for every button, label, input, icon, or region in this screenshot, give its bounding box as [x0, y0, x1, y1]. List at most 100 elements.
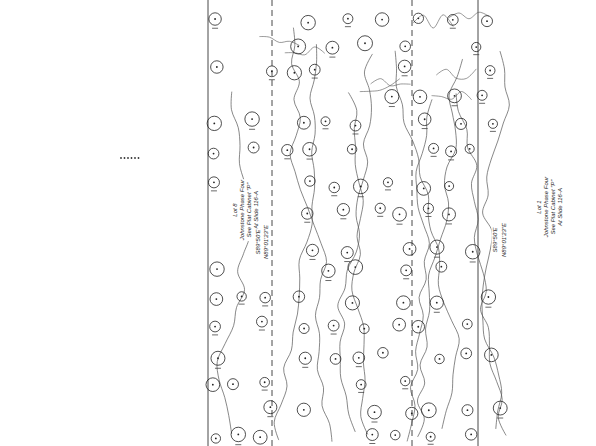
contour-line	[274, 44, 317, 440]
contour-line	[436, 69, 476, 79]
tree-symbol	[353, 179, 368, 197]
tree-symbol	[477, 90, 487, 103]
contour-line	[371, 79, 411, 86]
tree-symbol	[210, 293, 223, 306]
tree-symbol	[368, 405, 382, 422]
tree-symbol	[421, 403, 436, 418]
tree-symbol	[417, 182, 431, 196]
tree-symbol	[264, 401, 277, 417]
tree-symbol	[266, 66, 277, 80]
label-group: S89°50'E	[255, 229, 262, 256]
tree-symbol	[461, 348, 472, 359]
tree-symbol	[347, 145, 356, 154]
tree-symbol	[462, 319, 472, 329]
bearing-label: N89°01'23"E	[263, 224, 270, 260]
tree-symbol	[358, 36, 373, 51]
tree-symbol	[485, 348, 499, 362]
tree-symbol	[429, 143, 439, 156]
tree-symbol	[257, 316, 268, 330]
tree-symbol	[366, 429, 378, 444]
tree-symbol	[326, 41, 339, 57]
tree-symbol	[345, 296, 359, 310]
setback-line	[412, 0, 413, 446]
tree-symbol	[337, 204, 349, 219]
tree-symbol	[329, 182, 339, 195]
tree-symbol	[291, 39, 306, 54]
tree-symbol	[282, 144, 293, 158]
tree-symbol	[350, 120, 361, 134]
setback-line	[272, 0, 273, 446]
tree-symbol	[297, 116, 310, 129]
contour-line	[432, 92, 472, 100]
tree-symbol	[210, 321, 221, 335]
tree-symbol	[375, 203, 385, 216]
tree-symbol	[465, 144, 474, 153]
tree-symbol	[227, 379, 238, 390]
tree-symbol	[293, 291, 304, 302]
lot-note: See Plat Cabinet "P"	[550, 176, 557, 238]
contour-line	[482, 51, 509, 429]
tree-symbol	[418, 113, 431, 129]
tree-symbol	[481, 290, 495, 307]
tree-symbol	[462, 405, 473, 416]
contour-line	[456, 93, 506, 435]
tree-symbol	[430, 240, 444, 257]
contour-line	[413, 15, 453, 28]
tree-symbol	[330, 354, 341, 365]
tree-symbol	[378, 348, 389, 359]
tree-symbol	[493, 401, 507, 418]
lot-note: Lot 8	[232, 179, 239, 241]
label-group: N89°01'23"E	[501, 222, 508, 258]
dot-mark	[124, 157, 126, 159]
tree-symbol	[260, 292, 271, 306]
tree-symbol	[465, 244, 479, 261]
tree-symbol	[426, 432, 435, 444]
lot-note: Johnstone Phase Four	[239, 179, 246, 241]
tree-symbol	[231, 427, 245, 444]
tree-symbol	[472, 42, 481, 54]
tree-symbol	[211, 61, 223, 73]
tree-symbol	[245, 112, 259, 129]
tree-symbol	[485, 66, 495, 79]
tree-symbol	[208, 148, 219, 159]
tree-symbol	[447, 14, 458, 28]
tree-symbol	[299, 352, 311, 367]
tree-symbol	[299, 323, 309, 333]
tree-symbol	[400, 41, 411, 52]
lot-note: Lot 1	[536, 176, 543, 238]
tree-symbol	[306, 244, 318, 259]
tree-symbol	[211, 351, 225, 368]
tree-symbol	[445, 182, 454, 191]
tree-symbol	[403, 243, 416, 256]
contour-line	[407, 99, 432, 441]
tree-symbol	[436, 261, 447, 272]
tree-symbol	[322, 264, 335, 280]
tree-symbol	[390, 430, 400, 440]
dot-mark	[134, 157, 136, 159]
tree-symbol	[343, 14, 353, 27]
contour-line	[338, 54, 373, 432]
tree-symbol	[465, 429, 476, 440]
tree-symbol	[401, 265, 412, 279]
tree-symbol	[359, 324, 369, 334]
tree-symbol	[488, 119, 497, 131]
bearing-label: N89°01'23"E	[501, 222, 508, 258]
tree-symbol	[412, 320, 425, 333]
tree-symbol	[309, 64, 320, 78]
tree-symbol	[423, 203, 433, 216]
tree-symbol	[430, 296, 443, 312]
contour-line	[290, 28, 332, 442]
tree-symbol	[393, 318, 406, 331]
bearing-label: S89°50'E	[492, 227, 499, 254]
tree-symbol	[321, 117, 330, 129]
tree-symbol	[208, 177, 219, 191]
contour-line	[417, 59, 462, 437]
tree-symbol	[375, 13, 389, 27]
label-group: S89°50'E	[492, 227, 499, 254]
lot-note: Johnstone Phase Four	[543, 176, 550, 238]
tree-symbol	[435, 354, 444, 363]
tree-symbol	[356, 380, 366, 393]
tree-symbol	[328, 320, 339, 334]
tree-symbol	[446, 146, 457, 160]
